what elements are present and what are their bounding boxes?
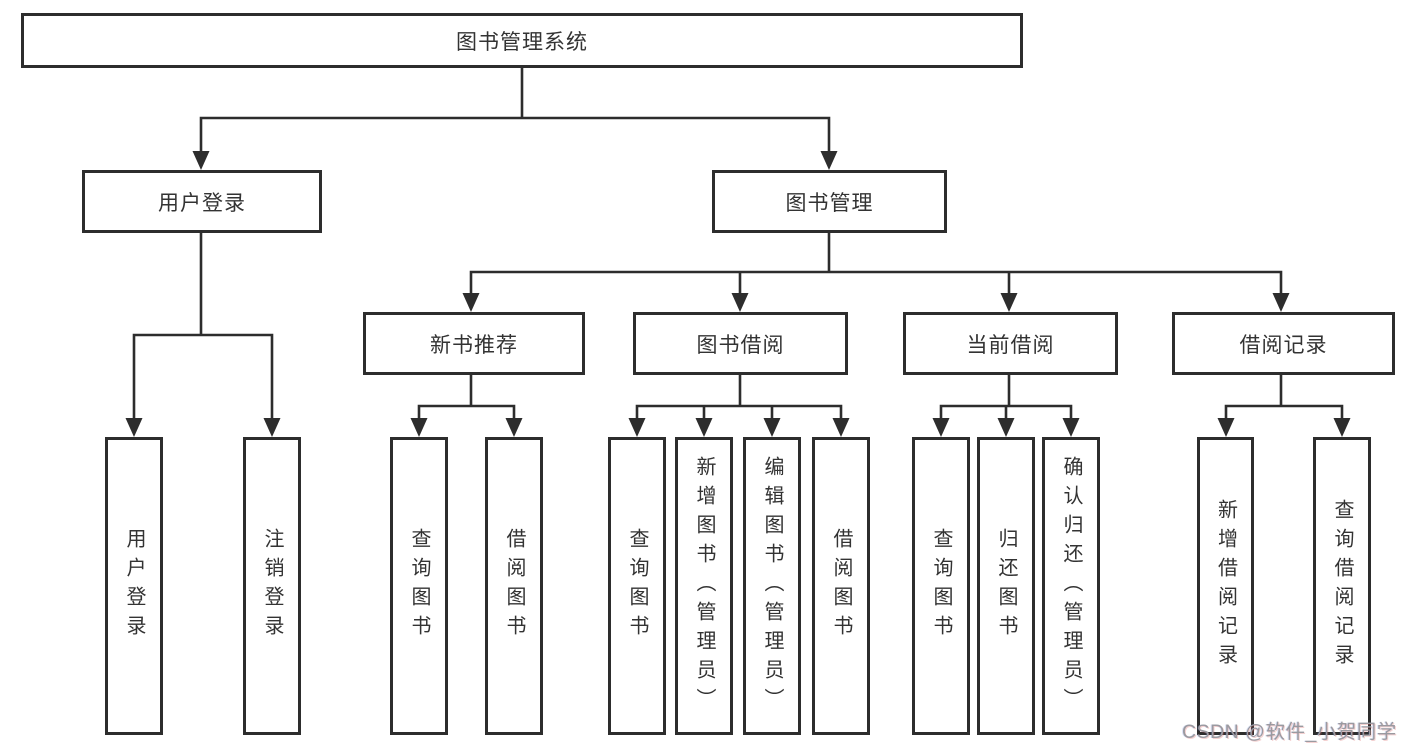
leaf-borrow-books-recommend: 借阅图书 (485, 437, 543, 735)
leaf-add-borrow-record: 新增借阅记录 (1197, 437, 1254, 735)
leaf-add-books-admin: 新增图书（管理员） (675, 437, 733, 735)
leaf-logout: 注销登录 (243, 437, 301, 735)
node-current-borrowing: 当前借阅 (903, 312, 1118, 375)
node-book-borrowing: 图书借阅 (633, 312, 848, 375)
leaf-query-borrow-record: 查询借阅记录 (1313, 437, 1371, 735)
leaf-borrow-books: 借阅图书 (812, 437, 870, 735)
arrowheads (125, 151, 1351, 437)
leaf-user-login: 用户登录 (105, 437, 163, 735)
node-borrowing-records: 借阅记录 (1172, 312, 1395, 375)
watermark: CSDN @软件_小贺同学 (1182, 721, 1397, 743)
connector-path-group (132, 66, 1344, 423)
leaf-query-books-borrowing: 查询图书 (608, 437, 666, 735)
node-user-login: 用户登录 (82, 170, 322, 233)
leaf-confirm-return-admin: 确认归还（管理员） (1042, 437, 1100, 735)
leaf-edit-books-admin: 编辑图书（管理员） (743, 437, 801, 735)
node-new-book-recommendation: 新书推荐 (363, 312, 585, 375)
leaf-query-books-current: 查询图书 (912, 437, 970, 735)
node-book-management: 图书管理 (712, 170, 947, 233)
leaf-query-books-recommend: 查询图书 (390, 437, 448, 735)
connector-path (132, 66, 1344, 423)
leaf-return-books: 归还图书 (977, 437, 1035, 735)
node-library-management-system: 图书管理系统 (21, 13, 1023, 68)
